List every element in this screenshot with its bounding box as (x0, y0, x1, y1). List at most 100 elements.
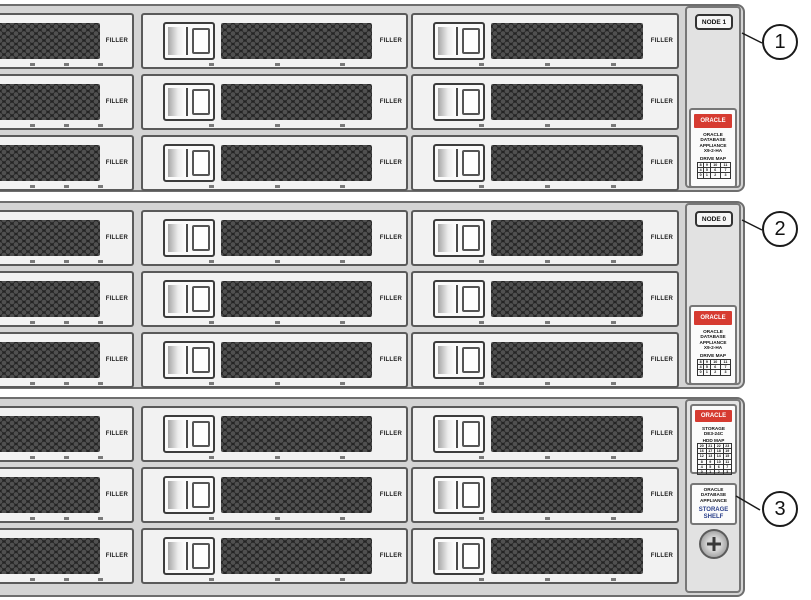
bay-vent-slot (30, 185, 35, 188)
bay-vent-slot (340, 517, 346, 520)
bay-vent-slot (64, 321, 69, 324)
bay-release-handle (163, 22, 215, 60)
filler-label: FILLER (379, 357, 402, 363)
badge-text-line: ORACLE (703, 329, 723, 334)
filler-label: FILLER (105, 431, 128, 437)
bay-vent-slot (479, 456, 484, 459)
bay-vent-slot (611, 63, 616, 66)
bay-vent-slot (340, 456, 346, 459)
filler-label: FILLER (105, 553, 128, 559)
bay-vent-slot (30, 517, 35, 520)
callout-1-leader (741, 32, 763, 44)
bay-vent-slot (611, 517, 616, 520)
drive-filler-bay: FILLER (0, 74, 134, 130)
vent-grille (491, 416, 643, 452)
bay-vent-slot (274, 124, 280, 127)
callout-2: 2 (762, 211, 798, 247)
bay-vent-slot (611, 124, 616, 127)
drive-map-cell: 11 (719, 358, 732, 366)
filler-label: FILLER (379, 99, 402, 105)
drive-map-cell: 6 (709, 167, 721, 174)
bay-vent-slot (545, 124, 550, 127)
drive-filler-bay: FILLER (411, 210, 679, 266)
badge-text-line: X9-2-HA (703, 345, 723, 351)
drive-map-cell: 11 (719, 161, 732, 169)
drive-filler-bay: FILLER (0, 332, 134, 388)
drive-filler-bay: FILLER (411, 467, 679, 523)
bay-vent-slot (274, 321, 280, 324)
vent-grille (221, 538, 372, 574)
bay-vent-slot (340, 63, 346, 66)
drive-map-cell: 2 (709, 369, 721, 376)
shelf-title-line: SHELF (703, 514, 724, 520)
bay-vent-slot (30, 260, 35, 263)
bay-vent-slot (340, 185, 346, 188)
bay-vent-slot (340, 321, 346, 324)
chassis-storage: FILLER FILLER FILLER FILLER FILLER FILLER FILL… (0, 397, 745, 597)
bay-vent-slot (30, 124, 35, 127)
filler-label: FILLER (105, 160, 128, 166)
drive-map-cell: 3 (719, 369, 732, 376)
bay-vent-slot (208, 321, 214, 324)
drive-map-cell: 3 (719, 172, 732, 179)
bay-vent-slot (98, 382, 103, 385)
drive-filler-bay: FILLER (141, 332, 408, 388)
bay-release-handle (433, 476, 485, 514)
callout-1: 1 (762, 24, 798, 60)
filler-label: FILLER (650, 38, 673, 44)
vent-grille (221, 23, 372, 59)
bay-vent-slot (479, 382, 484, 385)
bay-release-handle (163, 341, 215, 379)
filler-label: FILLER (650, 160, 673, 166)
bay-vent-slot (479, 321, 484, 324)
hdd-map-cell: 7 (722, 463, 732, 471)
oracle-logo: ORACLE (695, 410, 732, 422)
bay-vent-slot (98, 260, 103, 263)
bay-vent-slot (98, 185, 103, 188)
vent-grille (221, 84, 372, 120)
vent-grille (0, 220, 100, 256)
bay-release-handle (163, 219, 215, 257)
filler-label: FILLER (650, 553, 673, 559)
vent-grille (221, 281, 372, 317)
hdd-map-cell: 19 (722, 448, 732, 455)
badge-text-line: ORACLE (703, 132, 723, 137)
filler-label: FILLER (105, 492, 128, 498)
filler-label: FILLER (379, 553, 402, 559)
bay-vent-slot (340, 578, 346, 581)
bay-vent-slot (64, 63, 69, 66)
bay-vent-slot (208, 63, 214, 66)
drive-filler-bay: FILLER (0, 467, 134, 523)
drive-filler-bay: FILLER (411, 528, 679, 584)
bay-vent-slot (274, 517, 280, 520)
filler-label: FILLER (650, 99, 673, 105)
hdd-map-cell: 11 (722, 458, 732, 465)
vent-grille (491, 538, 643, 574)
bay-vent-slot (30, 321, 35, 324)
bay-vent-slot (208, 578, 214, 581)
hdd-map-cell: 23 (722, 442, 732, 450)
badge-text-line: DE3-24C (703, 431, 724, 437)
filler-label: FILLER (379, 296, 402, 302)
bay-vent-slot (64, 578, 69, 581)
drive-filler-bay: FILLER (141, 210, 408, 266)
bay-vent-slot (64, 185, 69, 188)
vent-grille (221, 145, 372, 181)
thumbscrew-icon (699, 529, 729, 559)
vent-grille (0, 23, 100, 59)
bay-release-handle (163, 415, 215, 453)
bay-vent-slot (611, 456, 616, 459)
drive-map-cell: 7 (719, 364, 732, 371)
filler-label: FILLER (379, 492, 402, 498)
vent-grille (0, 538, 100, 574)
